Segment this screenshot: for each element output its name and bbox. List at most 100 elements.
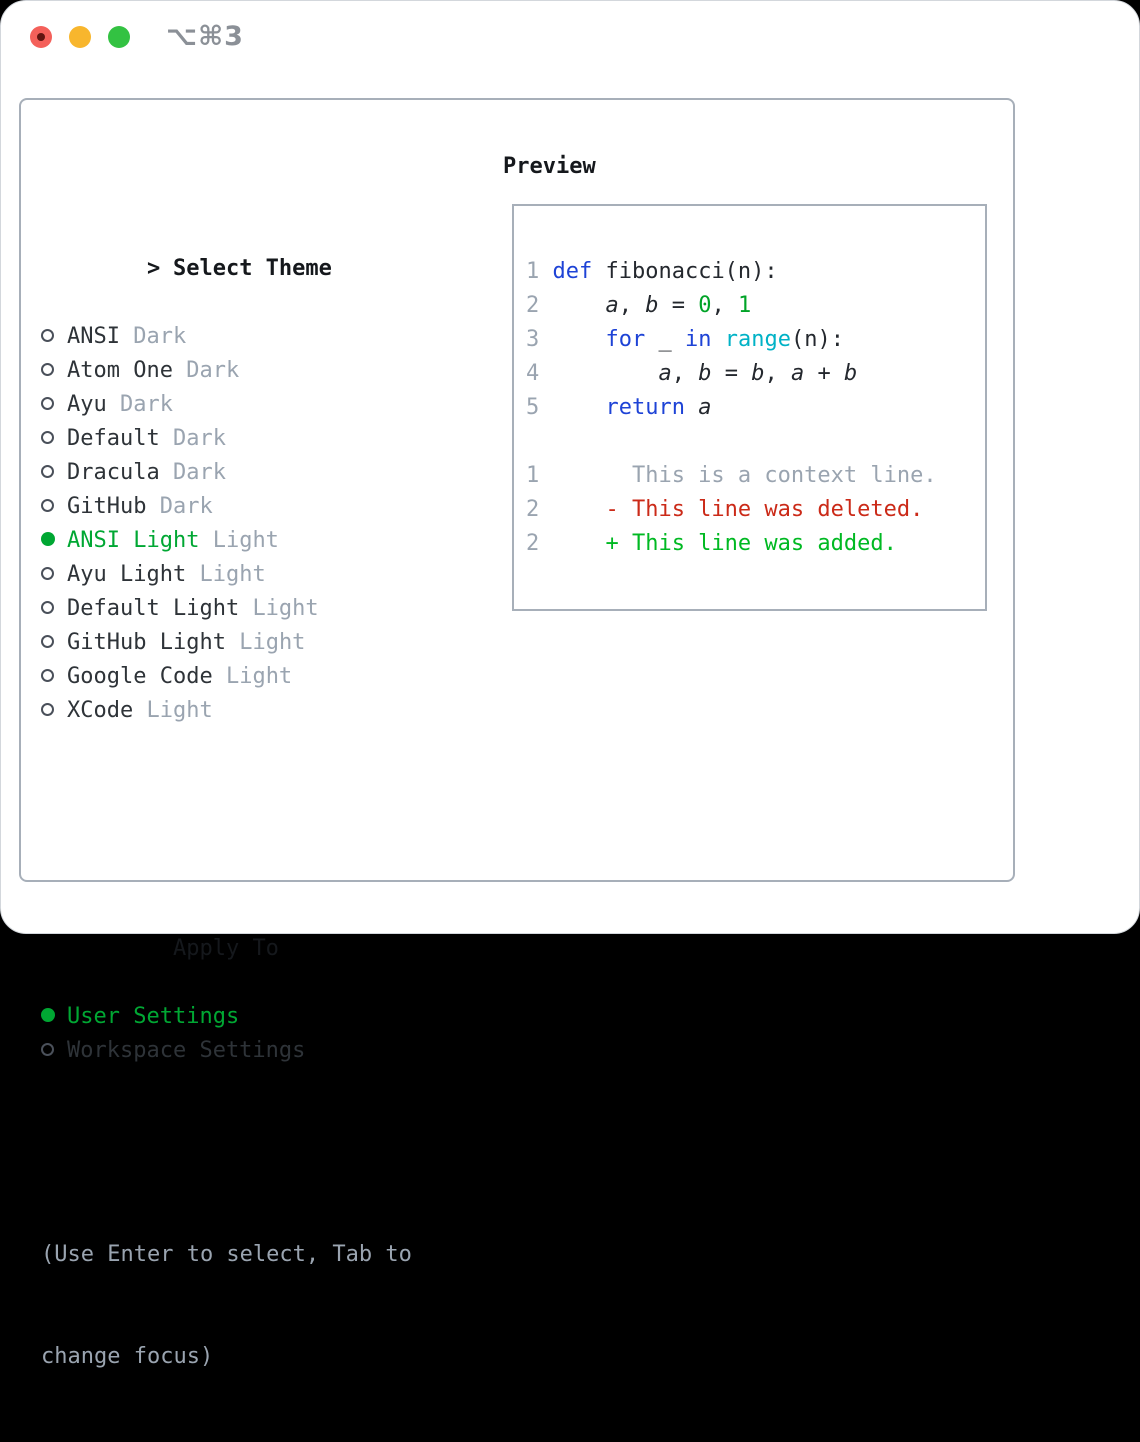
minimize-button[interactable] [69,26,91,48]
apply-option-workspace-settings[interactable]: Workspace Settings [41,1034,412,1068]
line-number: 2 [526,531,540,556]
code-token: + This line was added. [552,531,897,556]
line-number: 1 [526,463,540,488]
option-label: GitHub Light [67,630,226,655]
code-line: 4 a, b = b, a + b [526,357,985,391]
radio-icon [41,558,67,592]
code-token: 1 [737,293,752,318]
radio-circle [41,363,54,376]
code-token [552,361,658,386]
option-label: ANSI Light [67,528,200,553]
option-variant-tag: Dark [120,392,173,417]
theme-option-github-light[interactable]: GitHub Light Light [41,626,412,660]
code-token: , [764,361,791,386]
radio-icon [41,1034,67,1068]
option-label: Google Code [67,664,213,689]
theme-option-github[interactable]: GitHub Dark [41,490,412,524]
code-token: 0 [698,293,712,318]
radio-circle [41,1043,54,1056]
line-number: 2 [526,293,540,318]
cursor-icon: > [146,256,161,281]
unsaved-dot-icon [37,33,45,41]
radio-circle [41,465,54,478]
theme-option-atom-one[interactable]: Atom One Dark [41,354,412,388]
option-label: Dracula [67,460,160,485]
code-line: 5 return a [526,391,985,425]
option-label: ANSI [67,324,120,349]
titlebar: ⌥⌘3 [1,1,1139,73]
code-token: a [698,395,712,420]
option-variant-tag: Light [212,528,279,553]
zoom-button[interactable] [108,26,130,48]
line-number: 4 [526,361,540,386]
radio-icon [41,694,67,728]
code-line: 2 a, b = 0, 1 [526,289,985,323]
code-token: b [751,361,765,386]
option-variant-tag: Dark [172,460,226,485]
radio-circle [41,601,54,614]
code-token [552,293,605,318]
radio-circle [41,567,54,580]
option-label: Default Light [67,596,240,621]
theme-option-xcode[interactable]: XCode Light [41,694,412,728]
radio-selected-icon [41,1000,67,1034]
radio-icon [41,592,67,626]
option-variant-tag: Light [239,630,306,655]
option-variant-tag: Dark [159,494,213,519]
code-token: for [605,327,646,352]
radio-icon [41,320,67,354]
code-token: , [711,293,738,318]
option-variant-tag: Dark [186,358,240,383]
theme-option-google-code[interactable]: Google Code Light [41,660,412,694]
apply-option-user-settings[interactable]: User Settings [41,1000,412,1034]
code-token [552,327,605,352]
option-label: Default [67,426,160,451]
window-title: ⌥⌘3 [166,21,244,52]
line-number: 2 [526,497,540,522]
close-button[interactable] [30,26,52,48]
code-line: 1 This is a context line. [526,459,985,493]
option-label: Ayu Light [67,562,187,587]
theme-option-ayu-light[interactable]: Ayu Light Light [41,558,412,592]
code-line: 2 + This line was added. [526,527,985,561]
radio-icon [41,388,67,422]
theme-option-ayu[interactable]: Ayu Dark [41,388,412,422]
radio-icon [41,626,67,660]
theme-option-dracula[interactable]: Dracula Dark [41,456,412,490]
option-label: Ayu [67,392,107,417]
apply-to-title: Apply To [172,936,279,961]
option-variant-tag: Light [199,562,266,587]
code-token: , [618,293,646,318]
theme-option-default[interactable]: Default Dark [41,422,412,456]
spacer [41,1136,412,1170]
select-theme-header: >Select Theme [41,218,412,281]
option-variant-tag: Light [225,664,293,689]
option-label: Atom One [67,358,173,383]
code-token: def [552,259,593,284]
preview-title: Preview [503,154,596,179]
theme-option-default-light[interactable]: Default Light Light [41,592,412,626]
code-token: = [658,293,699,318]
theme-option-ansi[interactable]: ANSI Dark [41,320,412,354]
code-token: a [790,361,805,386]
code-token: a [605,293,619,318]
option-variant-tag: Dark [133,324,187,349]
code-token: a [658,361,672,386]
theme-option-ansi-light[interactable]: ANSI Light Light [41,524,412,558]
radio-icon [41,490,67,524]
option-label: GitHub [67,494,147,519]
code-token: in [684,327,712,352]
code-line: 3 for _ in range(n): [526,323,985,357]
radio-icon [41,660,67,694]
option-variant-tag: Dark [172,426,226,451]
radio-circle [41,499,54,512]
code-blank-line [526,221,985,255]
code-token: - This line was deleted. [552,497,924,522]
code-token: return [605,395,685,420]
code-token: = [711,361,752,386]
radio-circle [41,431,54,444]
